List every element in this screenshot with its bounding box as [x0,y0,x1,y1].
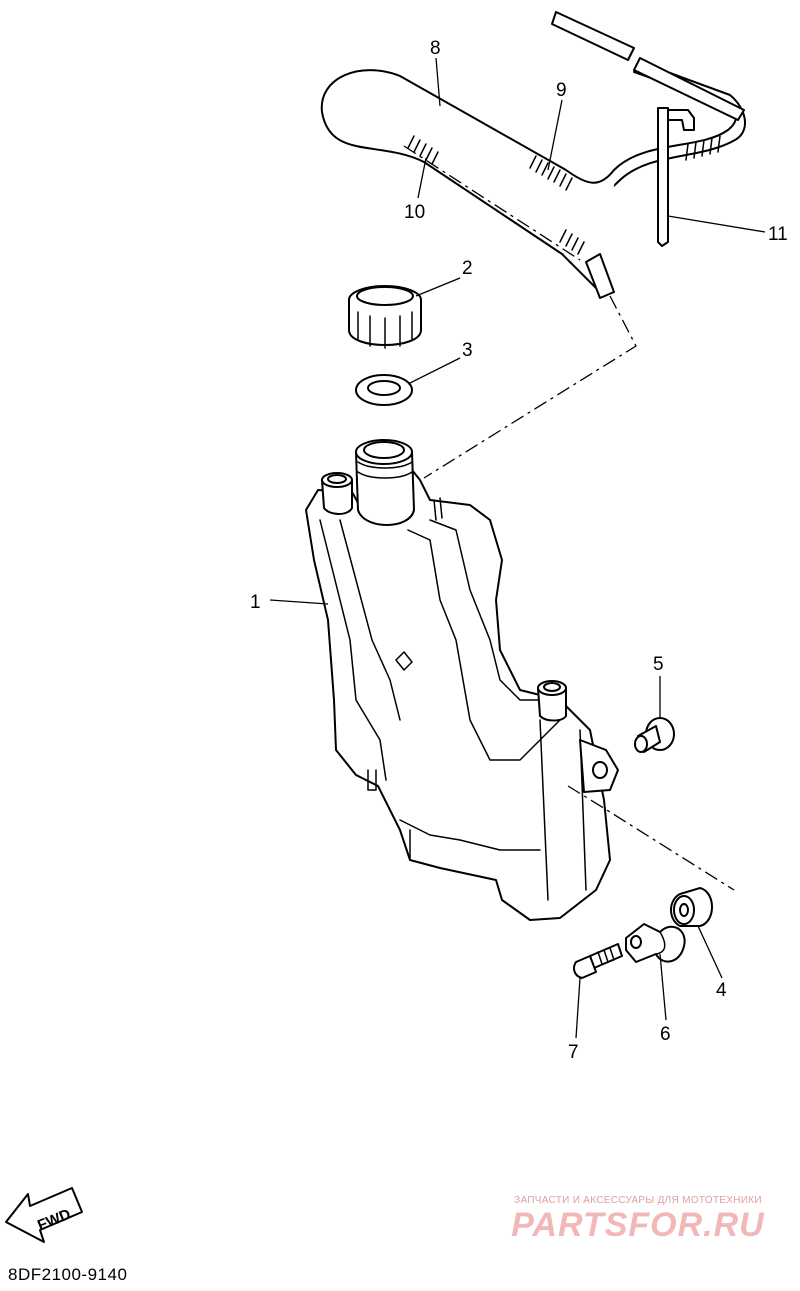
collar-5 [634,717,675,753]
callout-6: 6 [660,1024,671,1045]
callout-8: 8 [430,38,441,59]
overflow-nozzle [321,472,353,515]
fwd-arrow: FWD [5,1187,83,1243]
callout-9: 9 [556,80,567,101]
callouts: 1 2 3 4 5 6 7 8 9 10 11 [250,38,788,1063]
callout-1: 1 [250,592,261,613]
callout-4: 4 [716,980,727,1001]
hose-top-piece-2 [633,57,745,121]
side-nozzle [537,680,567,722]
hose-top-piece [551,11,635,61]
grommet-4 [670,887,713,927]
reservoir-tank-1 [305,469,619,921]
callout-2: 2 [462,258,473,279]
hose-clamp-11 [657,107,695,247]
watermark: ЗАПЧАСТИ И АКСЕССУАРЫ ДЛЯ МОТОТЕХНИКИ PA… [488,1195,788,1244]
hose-assembly [320,11,746,299]
watermark-logo: PARTSFOR.RU [511,1206,765,1244]
callout-3: 3 [462,340,473,361]
gasket-3 [355,374,413,406]
callout-5: 5 [653,654,664,675]
bracket-6 [625,923,686,963]
bolt-7 [573,943,623,979]
tank-cap-2 [348,285,422,349]
hose-end [585,253,615,299]
leader-lines [269,57,766,1039]
callout-10: 10 [404,202,425,223]
filler-neck [355,439,415,526]
callout-7: 7 [568,1042,579,1063]
watermark-tagline: ЗАПЧАСТИ И АКСЕССУАРЫ ДЛЯ МОТОТЕХНИКИ [514,1195,762,1206]
hose-8-inner [320,69,737,289]
spring-coils [407,135,721,255]
assembly-lines [403,145,735,891]
diagram-code: 8DF2100-9140 [8,1265,128,1284]
fwd-arrow-icon [5,1187,83,1243]
callout-11: 11 [768,224,788,245]
